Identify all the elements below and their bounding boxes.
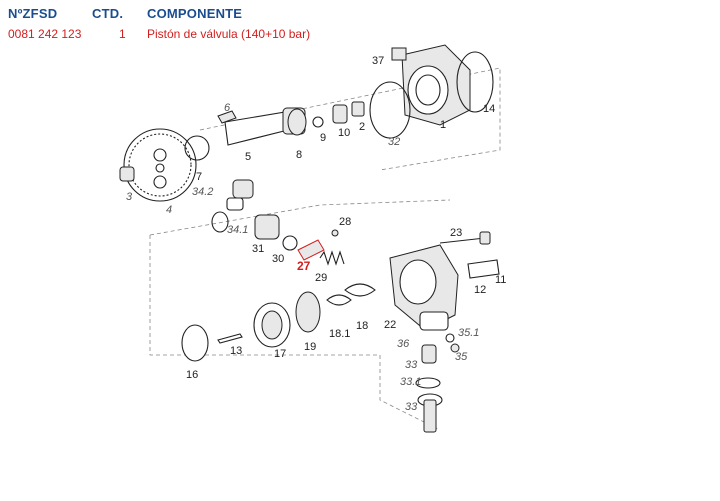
header-col-qty: CTD. [92,6,124,21]
label-27-highlighted: 27 [297,259,311,273]
ball-28 [331,229,339,237]
label-29: 29 [315,272,327,284]
label-30: 30 [272,253,284,265]
label-16: 16 [186,369,198,381]
label-1: 1 [440,119,446,131]
label-17: 17 [274,348,286,360]
label-10: 10 [338,127,350,139]
pin-13 [217,333,243,344]
label-34-2: 34.2 [192,186,213,198]
row-zfsd: 0081 242 123 [8,27,82,41]
washer-34-1 [211,211,229,233]
label-33-upper: 33 [405,359,418,371]
bolt-23 [439,231,491,245]
rotor-17 [253,302,291,348]
header-col-component: COMPONENTE [147,6,243,21]
ring-9 [312,116,324,128]
label-18: 18 [356,320,368,332]
label-12: 12 [474,284,486,296]
valve-piston-27 [297,239,325,261]
label-4: 4 [166,204,172,216]
nut-3 [119,166,135,182]
nut-2 [351,101,365,117]
guide-line-middle [149,199,451,236]
pinion-34-2 [226,179,254,211]
label-36: 36 [397,338,410,350]
label-11: 11 [495,274,506,286]
seal-18-1 [326,294,352,306]
pump-body-22 [389,244,459,331]
row-component: Pistón de válvula (140+10 bar) [147,27,311,41]
drive-gear [123,128,197,202]
fitting-36 [421,344,437,364]
fitting-33 [417,393,443,433]
label-22: 22 [384,319,396,331]
plug-35 [450,343,460,353]
guide-line-lower [149,235,441,431]
label-23: 23 [450,227,462,239]
label-6: 6 [224,102,231,114]
label-2: 2 [359,121,365,133]
header-col-zfsd: NºZFSD [8,6,58,21]
rotor-19 [295,291,321,333]
o-ring-32 [369,81,411,139]
label-35: 35 [455,351,468,363]
ring-33-1 [415,377,441,389]
label-8: 8 [296,149,302,161]
bearing-10 [332,104,348,124]
guide-line-upper [199,67,501,171]
label-34-1: 34.1 [227,224,248,236]
label-7: 7 [196,171,202,183]
bearing-8 [287,108,307,136]
washer-35-1 [445,333,455,343]
valve-seat-31 [254,214,280,240]
plate-12 [467,259,500,279]
label-28: 28 [339,216,351,228]
label-3: 3 [126,191,133,203]
label-32: 32 [388,136,400,148]
label-13: 13 [230,345,242,357]
label-37: 37 [372,55,384,67]
o-ring-30 [282,235,298,251]
label-33-1: 33.1 [400,376,421,388]
spring-29 [319,250,345,266]
plate-16 [181,324,209,362]
label-35-1: 35.1 [458,327,479,339]
pump-housing-top [391,44,471,126]
label-19: 19 [304,341,316,353]
row-qty: 1 [119,27,126,41]
circlip-7 [184,135,210,161]
label-31: 31 [252,243,264,255]
o-ring-18 [344,283,376,297]
label-9: 9 [320,132,326,144]
label-33-lower: 33 [405,401,418,413]
label-14: 14 [483,103,495,115]
o-ring-14 [456,51,494,113]
label-18-1: 18.1 [329,328,350,340]
label-5: 5 [245,151,251,163]
key-6 [217,110,237,124]
